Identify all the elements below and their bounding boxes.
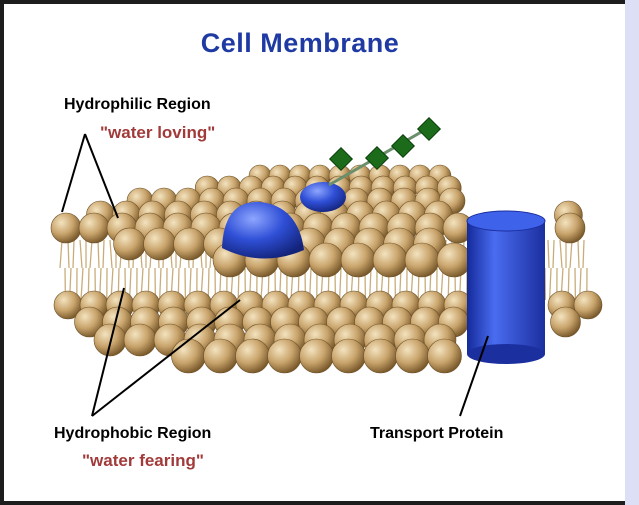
lipid-tail: [68, 240, 69, 268]
phospholipid-head: [268, 339, 302, 373]
phospholipid-head: [396, 339, 430, 373]
phospholipid-head: [236, 339, 270, 373]
phospholipid-head: [405, 243, 439, 277]
phospholipid-head: [300, 339, 334, 373]
transport-protein-label: Transport Protein: [370, 425, 503, 443]
phospholipid-head: [114, 228, 146, 260]
diagram-title: Cell Membrane: [0, 28, 600, 59]
phospholipid-head: [174, 228, 206, 260]
lipid-tail: [560, 240, 562, 268]
lipid-tail: [550, 268, 551, 300]
hydrophilic-label: Hydrophilic Region: [64, 96, 211, 114]
lipid-tail: [553, 240, 554, 268]
phospholipid-head: [364, 339, 398, 373]
lipid-tail: [73, 240, 74, 268]
lipid-tail: [98, 240, 99, 268]
phospholipid-head: [309, 243, 343, 277]
phospholipid-head: [341, 243, 375, 277]
lipid-tail: [81, 268, 83, 300]
lipid-tail: [548, 240, 549, 268]
lipid-tail: [570, 240, 572, 268]
phospholipid-head: [332, 339, 366, 373]
lipid-tail: [60, 240, 62, 268]
phospholipid-head: [172, 339, 206, 373]
phospholipid-head: [551, 307, 581, 337]
lipid-tail: [110, 240, 112, 268]
hydrophobic-description: "water fearing": [82, 451, 204, 471]
phospholipid-head: [51, 213, 81, 243]
carbohydrate-chain: [330, 118, 441, 171]
transport-protein-cylinder: [467, 211, 545, 364]
phospholipid-head: [124, 324, 156, 356]
lipid-tail: [103, 240, 104, 268]
phospholipid-head: [144, 228, 176, 260]
hydrophobic-label: Hydrophobic Region: [54, 425, 211, 443]
phospholipid-head: [428, 339, 462, 373]
phospholipid-head: [79, 213, 109, 243]
phospholipid-head: [437, 243, 471, 277]
lipid-tail: [90, 240, 92, 268]
lipid-tail: [578, 240, 579, 268]
hydrophilic-description: "water loving": [100, 123, 215, 143]
lipid-tail: [583, 240, 584, 268]
lipid-tail: [160, 268, 161, 300]
phospholipid-head: [373, 243, 407, 277]
lipid-tail: [80, 240, 82, 268]
lipid-tail: [340, 268, 341, 300]
phospholipid-head: [555, 213, 585, 243]
phospholipid-head: [204, 339, 238, 373]
